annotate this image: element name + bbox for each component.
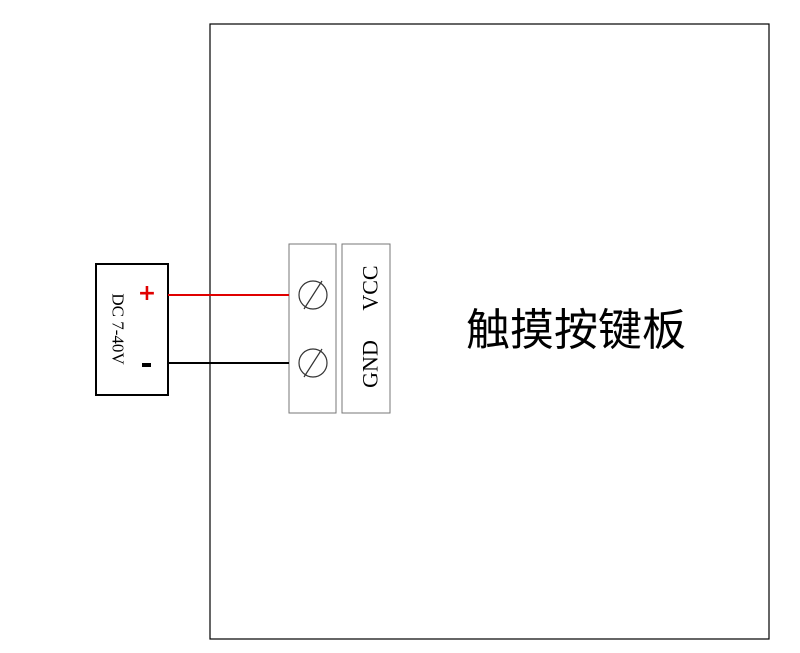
terminal-block [288, 243, 337, 414]
vcc-label: VCC [358, 265, 383, 310]
power-supply-box [95, 263, 169, 396]
screw-vcc-icon [298, 280, 328, 310]
touch-board-outline [209, 23, 770, 640]
board-title: 触摸按键板 [466, 306, 686, 355]
minus-sign [142, 363, 151, 367]
terminal-label-strip [341, 243, 391, 414]
screw-gnd-icon [298, 348, 328, 378]
plus-sign: + [138, 281, 156, 306]
gnd-label: GND [358, 340, 383, 388]
power-supply-label: DC 7-40V [109, 293, 128, 365]
